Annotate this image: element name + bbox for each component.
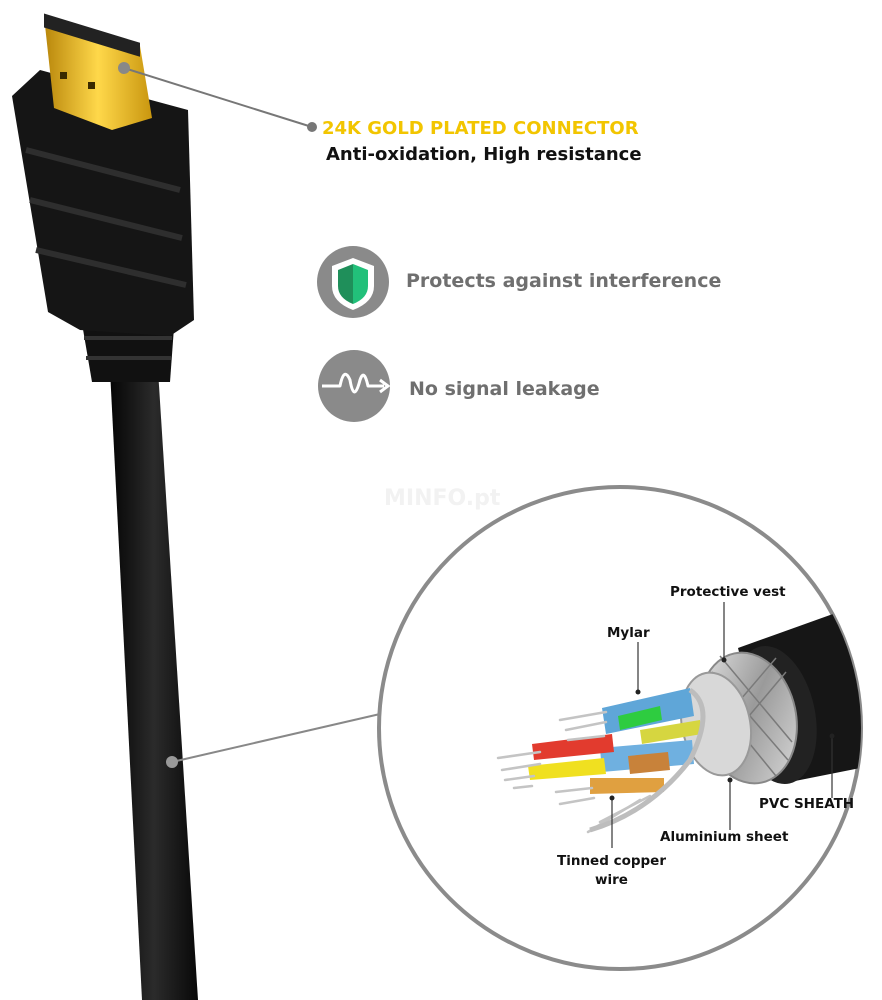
signal-wave-icon bbox=[318, 350, 391, 422]
watermark: MINFO.pt bbox=[384, 486, 501, 511]
label-protective-vest: Protective vest bbox=[670, 584, 786, 600]
label-mylar: Mylar bbox=[607, 625, 650, 641]
shield-icon bbox=[317, 246, 389, 318]
label-aluminium-sheet: Aluminium sheet bbox=[660, 829, 789, 845]
connector-callout-line bbox=[123, 67, 313, 128]
label-tinned-copper-wire: Tinned copper wire bbox=[557, 852, 666, 890]
feature-interference-label: Protects against interference bbox=[406, 270, 722, 292]
label-pvc-sheath: PVC SHEATH bbox=[759, 796, 855, 812]
cross-section-pointer bbox=[171, 713, 381, 763]
cable-body bbox=[110, 370, 198, 1000]
label-tinned-copper-line1: Tinned copper bbox=[557, 853, 666, 869]
connector-subtitle: Anti-oxidation, High resistance bbox=[326, 144, 642, 165]
feature-leakage-label: No signal leakage bbox=[409, 378, 600, 400]
connector-housing bbox=[12, 70, 194, 336]
label-tinned-copper-line2: wire bbox=[595, 872, 628, 888]
connector-title: 24K GOLD PLATED CONNECTOR bbox=[322, 118, 639, 139]
